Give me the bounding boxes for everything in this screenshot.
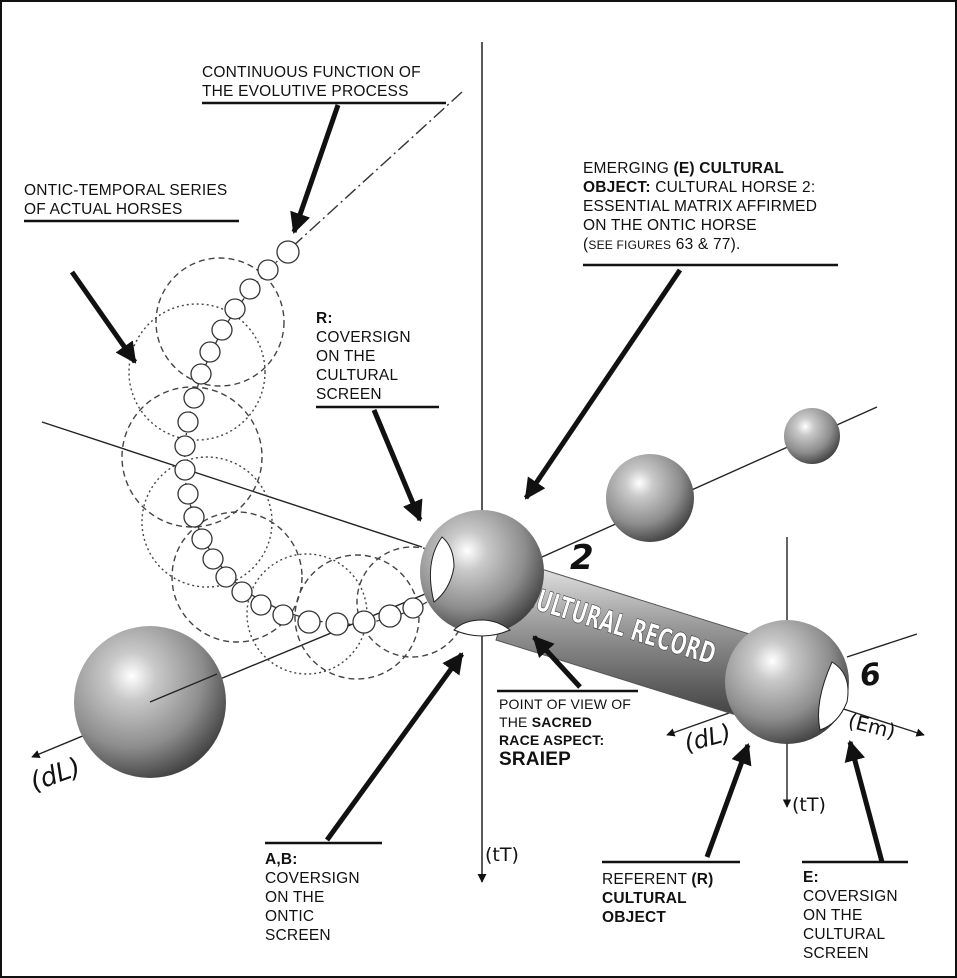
ontic-sphere-left <box>74 626 226 778</box>
emerging-l1b: (E) CULTURAL <box>673 160 785 177</box>
referent-l1a: REFERENT <box>602 871 692 888</box>
label-e-coversign: E: COVERSIGN ON THE CULTURAL SCREEN <box>803 868 898 963</box>
emerging-l4: ON THE ONTIC HORSE <box>583 217 757 234</box>
ab-coversign-title: A,B: <box>265 851 298 868</box>
emerging-l2b: CULTURAL HORSE 2: <box>650 179 816 196</box>
marker-two: 2 <box>570 538 594 578</box>
label-point-of-view: POINT OF VIEW OF THE SACRED RACE ASPECT:… <box>499 695 631 771</box>
referent-l3: OBJECT <box>602 909 667 926</box>
r-coversign-l2: ON THE <box>316 348 376 365</box>
r-coversign-l3: CULTURAL <box>316 367 399 384</box>
label-r-coversign: R: COVERSIGN ON THE CULTURAL SCREEN <box>316 309 411 404</box>
e-coversign-title: E: <box>803 869 819 886</box>
emerging-l5c: 63 & 77). <box>671 236 741 253</box>
axis-tt-center: (tT) <box>485 844 519 866</box>
r-coversign-l4: SCREEN <box>316 386 382 403</box>
pov-l3: RACE ASPECT: <box>499 732 605 748</box>
r-coversign-l1: COVERSIGN <box>316 329 411 346</box>
pointer-arrows <box>69 104 885 863</box>
continuous-function-line <box>291 91 463 248</box>
emerging-l3: ESSENTIAL MATRIX AFFIRMED <box>583 198 818 215</box>
axis-tt-right: (tT) <box>792 794 826 816</box>
ab-coversign-l4: SCREEN <box>265 927 331 944</box>
referent-sphere <box>725 620 849 744</box>
pov-l1: POINT OF VIEW OF <box>499 696 632 712</box>
emerging-l2a: OBJECT: <box>583 179 651 196</box>
label-ab-coversign: A,B: COVERSIGN ON THE ONTIC SCREEN <box>265 850 360 945</box>
sphere-mid <box>606 454 694 542</box>
pov-l4: SRAIEP <box>499 749 571 770</box>
label-emerging-cultural-object: EMERGING (E) CULTURAL OBJECT: CULTURAL H… <box>583 159 817 255</box>
central-sphere <box>420 510 544 637</box>
label-ontic-series: ONTIC-TEMPORAL SERIES OF ACTUAL HORSES <box>24 181 227 219</box>
sphere-far <box>784 408 840 464</box>
ab-coversign-l3: ONTIC <box>265 908 315 925</box>
label-underlines <box>24 101 908 864</box>
small-circles-chain <box>174 240 424 636</box>
continuous-function-line-1: CONTINUOUS FUNCTION OF <box>202 64 421 81</box>
emerging-l1a: EMERGING <box>583 160 674 177</box>
emerging-l5b: SEE FIGURES <box>588 238 672 252</box>
e-coversign-l1: COVERSIGN <box>803 888 898 905</box>
ontic-series-line-2: OF ACTUAL HORSES <box>24 201 183 218</box>
e-coversign-l3: CULTURAL <box>803 926 886 943</box>
label-referent: REFERENT (R) CULTURAL OBJECT <box>602 870 713 927</box>
e-coversign-l4: SCREEN <box>803 945 869 962</box>
ab-coversign-l2: ON THE <box>265 889 325 906</box>
r-coversign-title: R: <box>316 310 333 327</box>
pov-l2a: THE <box>499 714 532 730</box>
referent-l1b: (R) <box>691 871 714 888</box>
ontic-series-line-1: ONTIC-TEMPORAL SERIES <box>24 182 228 199</box>
ab-coversign-l1: COVERSIGN <box>265 870 360 887</box>
label-continuous-function: CONTINUOUS FUNCTION OF THE EVOLUTIVE PRO… <box>202 63 421 101</box>
emerging-l5a: ( <box>583 236 589 253</box>
e-coversign-l2: ON THE <box>803 907 863 924</box>
referent-l2: CULTURAL <box>602 890 687 907</box>
continuous-function-line-2: THE EVOLUTIVE PROCESS <box>202 83 409 100</box>
pov-l2b: SACRED <box>531 714 593 730</box>
